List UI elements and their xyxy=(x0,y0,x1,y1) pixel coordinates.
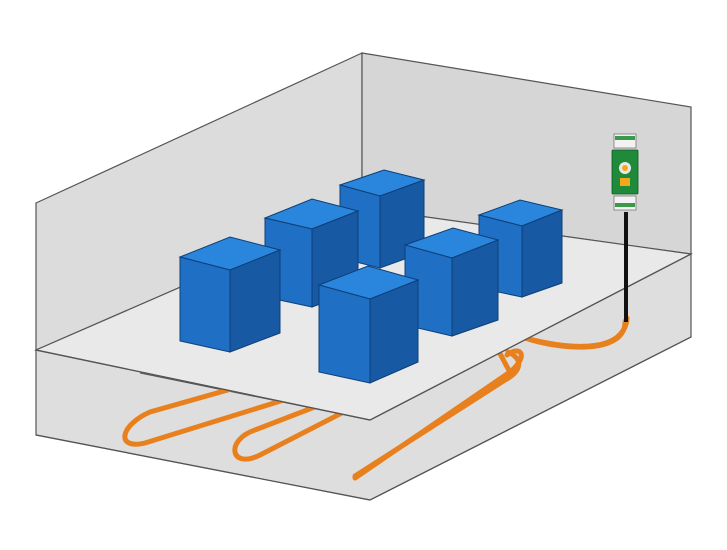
thermostat-module-icon xyxy=(611,133,639,211)
heating-cable-serpentine xyxy=(352,317,630,479)
floor-edge-right xyxy=(369,253,692,421)
slab-edge-right xyxy=(369,336,692,501)
crate-4 xyxy=(403,227,500,337)
crate-5 xyxy=(178,236,282,353)
slab-edge-left xyxy=(35,434,371,501)
floor-edge-left xyxy=(35,349,371,421)
crate-6 xyxy=(317,265,420,384)
